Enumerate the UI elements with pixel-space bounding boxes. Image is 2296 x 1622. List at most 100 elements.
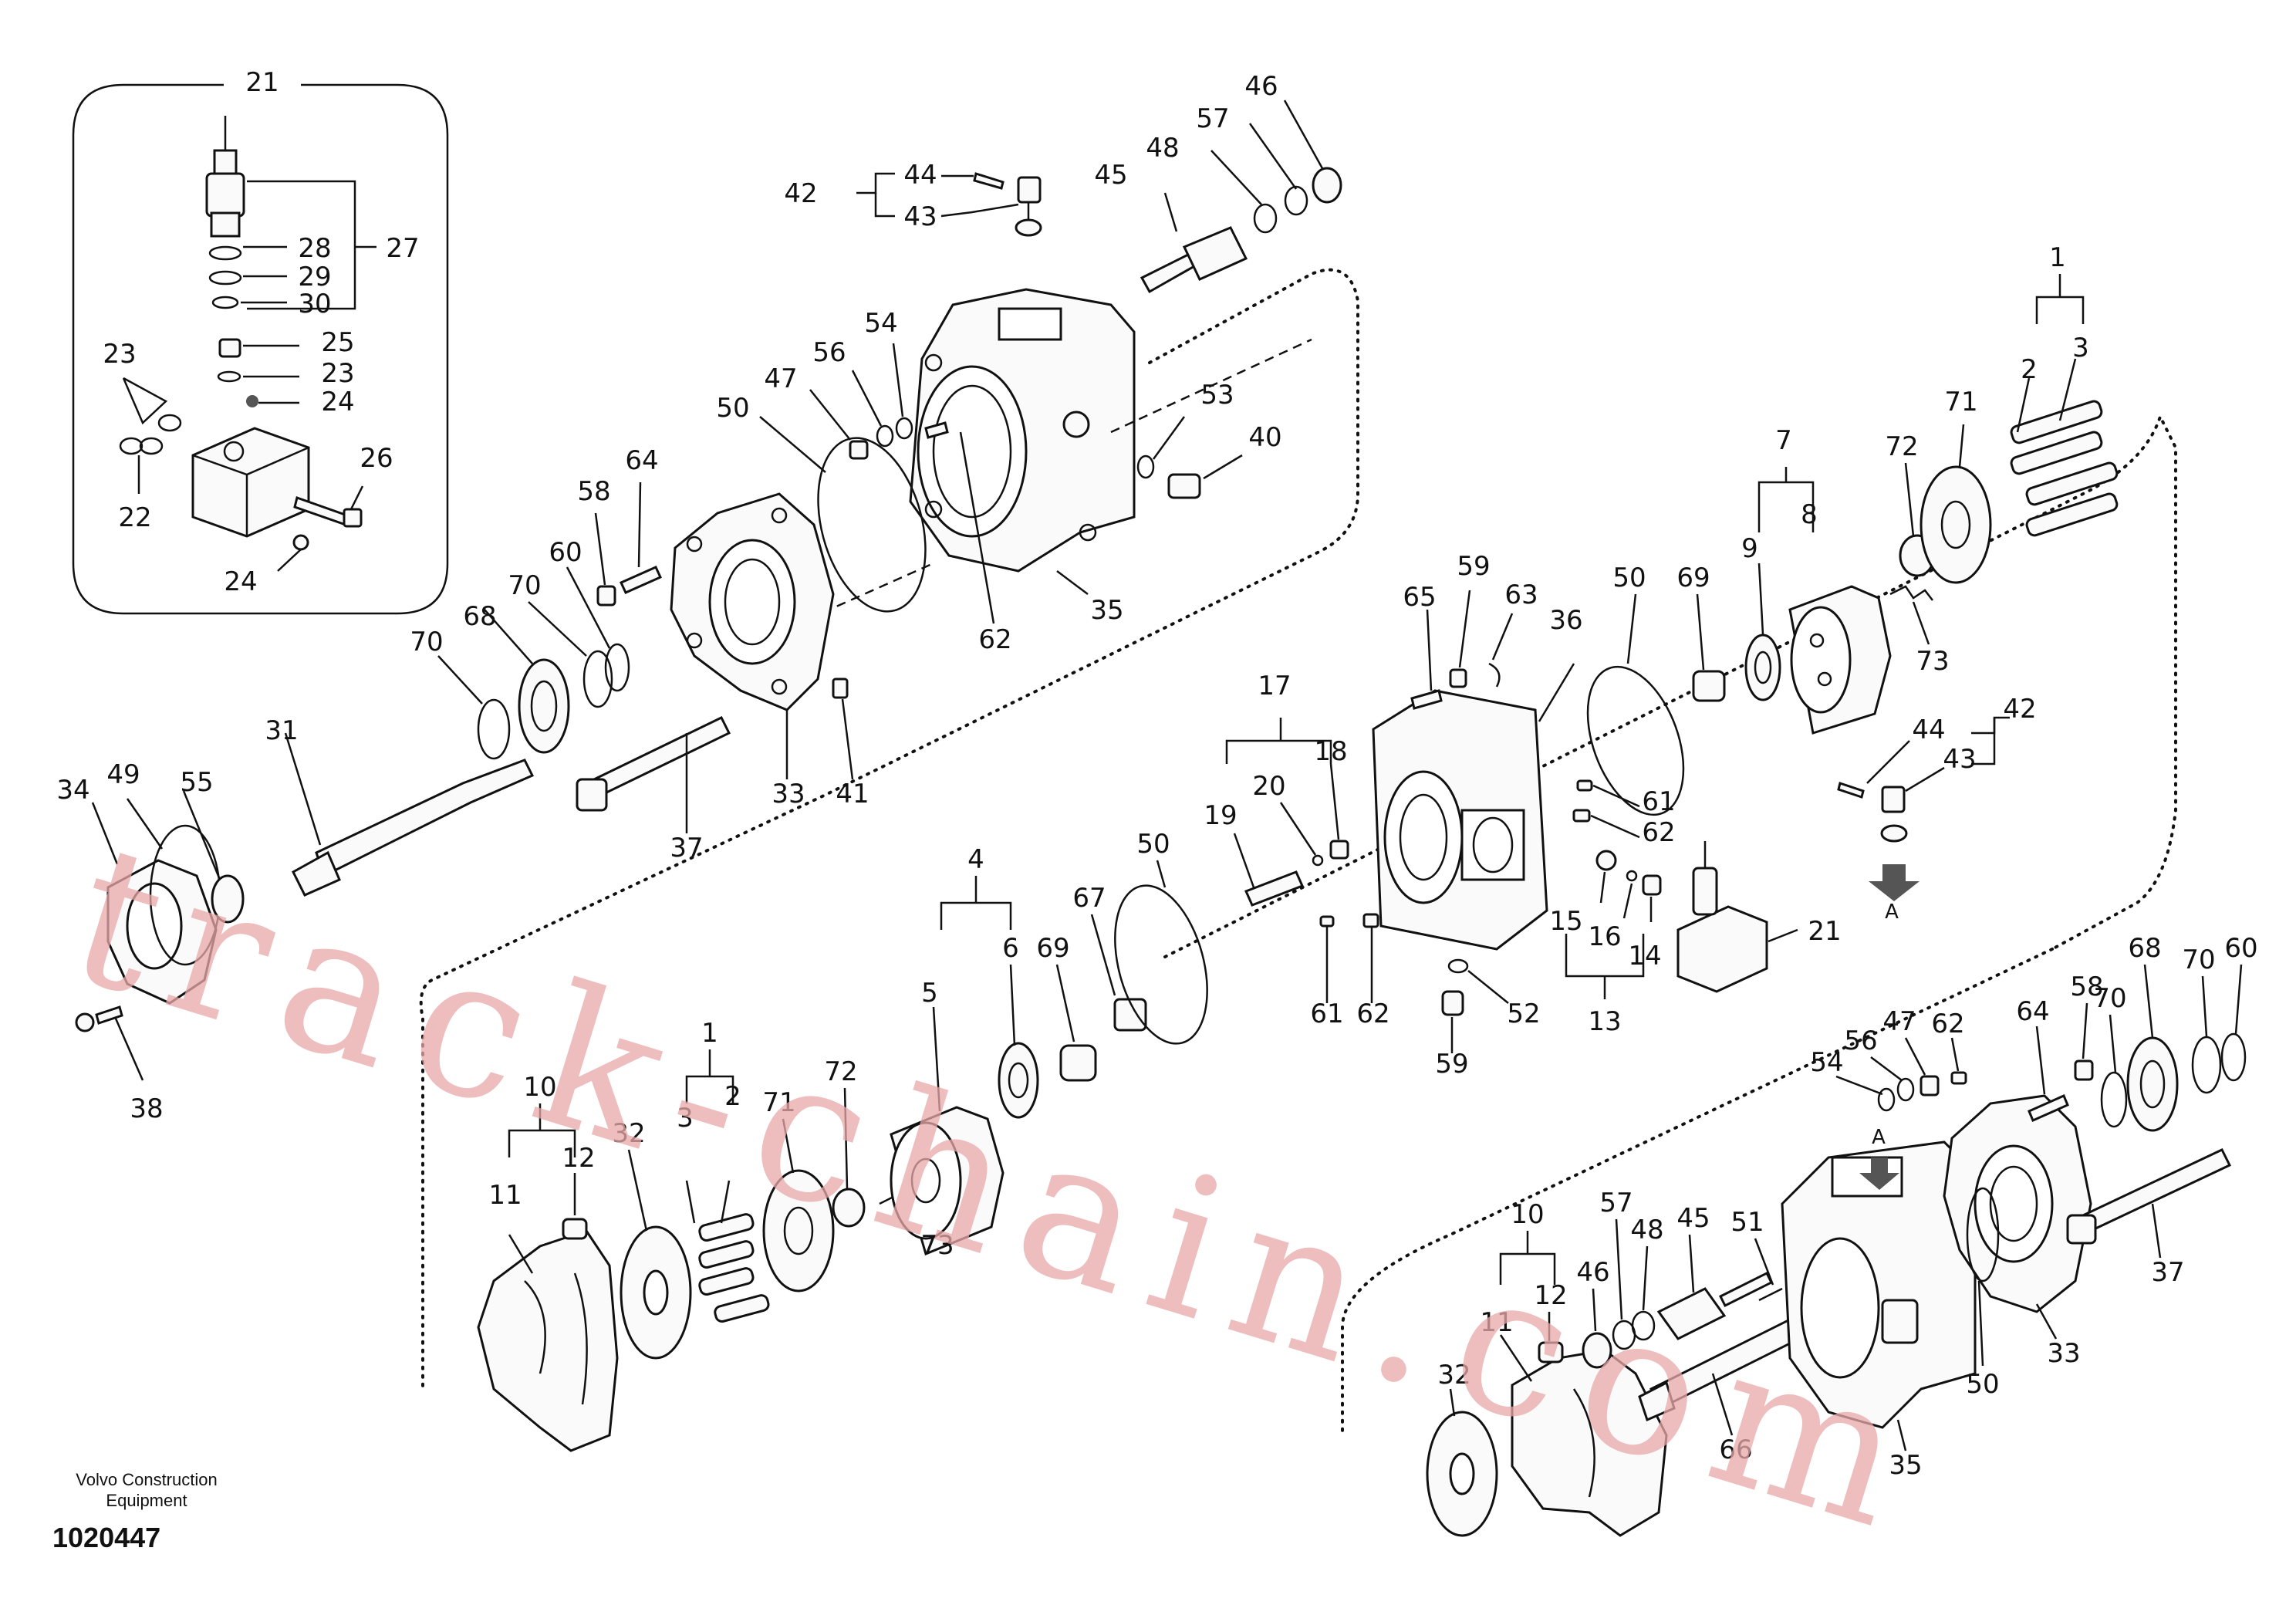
svg-text:73: 73 [1916,646,1949,677]
rotating-group [477,860,1208,1452]
callout-labels: 21 28 29 30 27 25 23 24 23 26 22 24 46 5… [56,67,2257,1481]
svg-text:30: 30 [298,289,331,319]
svg-text:54: 54 [864,308,897,339]
svg-text:8: 8 [1801,499,1818,530]
svg-text:48: 48 [1146,133,1179,164]
svg-text:72: 72 [824,1056,857,1087]
svg-text:12: 12 [1534,1280,1567,1311]
svg-text:48: 48 [1630,1215,1663,1245]
svg-text:1: 1 [2049,242,2066,273]
svg-text:40: 40 [1248,422,1281,453]
svg-text:45: 45 [1094,160,1127,191]
svg-text:32: 32 [1437,1360,1470,1391]
svg-text:33: 33 [772,779,805,809]
svg-text:55: 55 [180,767,213,798]
svg-text:52: 52 [1507,999,1540,1029]
svg-text:23: 23 [103,339,136,370]
svg-text:1: 1 [701,1018,718,1049]
svg-text:27: 27 [386,233,419,264]
svg-text:46: 46 [1576,1257,1609,1288]
svg-text:15: 15 [1549,906,1582,937]
svg-text:59: 59 [1435,1049,1468,1080]
svg-text:68: 68 [463,601,496,632]
svg-text:64: 64 [2016,996,2049,1027]
svg-text:58: 58 [577,476,610,507]
svg-text:47: 47 [764,363,797,394]
svg-text:62: 62 [1356,999,1389,1029]
svg-text:14: 14 [1628,941,1661,972]
svg-text:47: 47 [1882,1006,1916,1037]
svg-text:5: 5 [921,978,938,1009]
svg-text:10: 10 [523,1072,556,1103]
svg-text:10: 10 [1511,1199,1544,1230]
inset-detail [72,83,449,615]
svg-text:38: 38 [130,1093,163,1124]
svg-text:45: 45 [1676,1203,1710,1234]
svg-text:25: 25 [321,327,354,358]
svg-text:6: 6 [1002,933,1019,964]
svg-text:36: 36 [1549,605,1582,636]
svg-text:56: 56 [1844,1026,1877,1056]
svg-text:66: 66 [1719,1434,1752,1465]
svg-text:29: 29 [298,262,331,292]
svg-text:11: 11 [1480,1307,1513,1338]
svg-text:50: 50 [1612,563,1646,593]
svg-text:43: 43 [903,201,937,232]
svg-text:3: 3 [2072,333,2089,363]
rear-housing-group [1341,948,2247,1537]
svg-text:62: 62 [1642,817,1675,848]
svg-text:70: 70 [508,570,541,601]
svg-text:22: 22 [118,502,151,533]
svg-text:23: 23 [321,358,354,389]
svg-text:13: 13 [1588,1006,1621,1037]
publisher-line-2: Equipment [106,1491,187,1510]
svg-text:71: 71 [1944,387,1977,417]
svg-text:44: 44 [1912,715,1945,745]
svg-text:70: 70 [2093,983,2126,1014]
svg-text:12: 12 [562,1143,595,1174]
svg-text:19: 19 [1204,800,1237,831]
svg-text:24: 24 [224,566,257,597]
svg-text:41: 41 [836,779,869,809]
svg-text:65: 65 [1403,582,1436,613]
svg-text:21: 21 [1808,916,1841,947]
svg-text:11: 11 [488,1180,522,1211]
svg-text:18: 18 [1314,736,1347,767]
svg-text:50: 50 [1966,1369,1999,1400]
svg-text:67: 67 [1072,883,1106,914]
svg-text:24: 24 [321,387,354,417]
svg-text:A: A [1885,901,1899,924]
svg-text:37: 37 [670,833,703,863]
svg-text:37: 37 [2151,1257,2184,1288]
svg-text:50: 50 [1136,829,1170,860]
svg-text:17: 17 [1258,671,1291,701]
svg-text:58: 58 [2070,972,2103,1002]
svg-text:42: 42 [2003,694,2036,725]
svg-text:70: 70 [2182,944,2215,975]
watermark-text: track-chain.com [49,801,1950,1577]
svg-text:35: 35 [1090,595,1123,626]
svg-text:68: 68 [2128,933,2161,964]
svg-text:3: 3 [677,1103,694,1134]
publisher-line-1: Volvo Construction [76,1470,217,1489]
svg-text:72: 72 [1885,431,1918,462]
svg-text:43: 43 [1943,744,1976,775]
svg-text:31: 31 [265,715,298,746]
svg-text:33: 33 [2047,1338,2080,1369]
svg-text:63: 63 [1504,580,1538,610]
svg-text:20: 20 [1252,771,1285,802]
svg-text:16: 16 [1588,921,1621,952]
svg-text:61: 61 [1642,786,1675,817]
svg-text:61: 61 [1310,999,1343,1029]
svg-text:49: 49 [106,759,140,790]
svg-text:9: 9 [1741,533,1758,564]
svg-text:70: 70 [410,627,443,657]
svg-text:64: 64 [625,445,658,476]
svg-text:69: 69 [1676,563,1710,593]
svg-text:2: 2 [724,1081,741,1112]
svg-text:59: 59 [1457,551,1490,582]
center-block-group [1163,274,2177,1053]
svg-text:35: 35 [1889,1450,1922,1481]
svg-text:26: 26 [360,443,393,474]
